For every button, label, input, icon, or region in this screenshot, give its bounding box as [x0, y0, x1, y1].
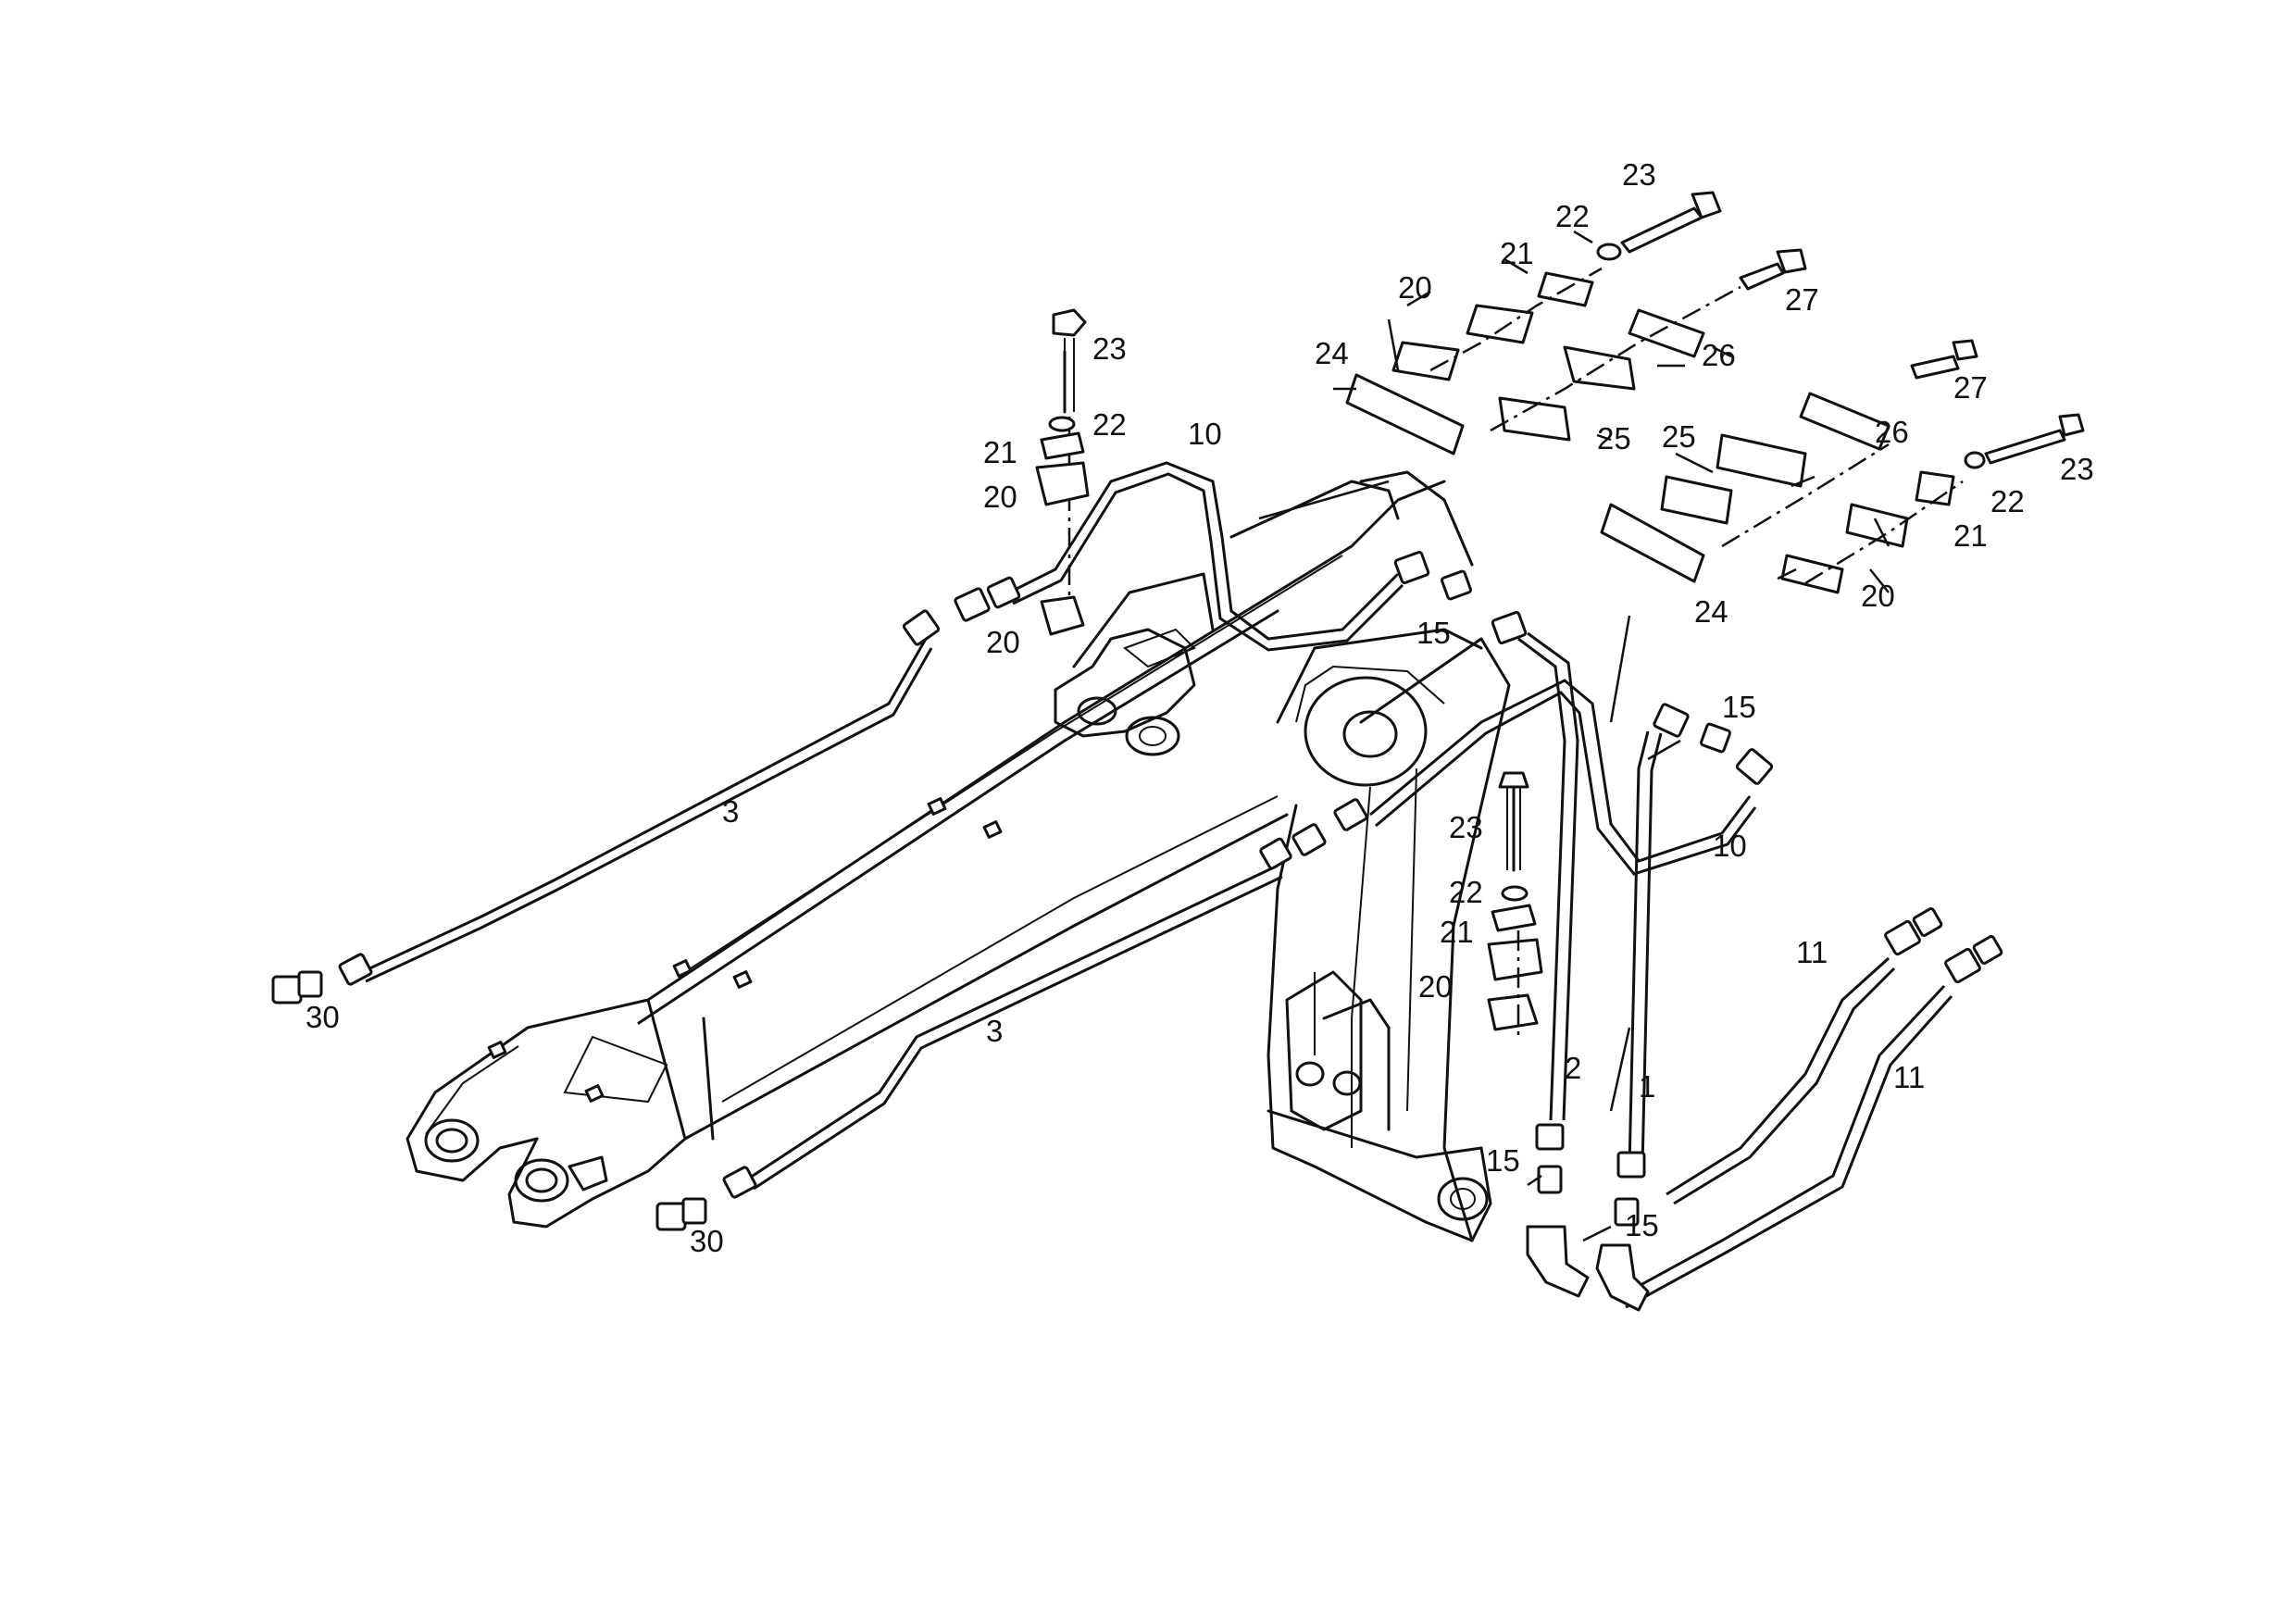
- plug-30-lower: [655, 1166, 757, 1231]
- leader-lines: [1258, 230, 1890, 1242]
- callout-labels: 1 2 3 3 10 10 11 11 15 15 15 15 20 20 20…: [306, 157, 2094, 1258]
- callout-20: 20: [1418, 969, 1453, 1004]
- callout-21: 21: [1440, 915, 1474, 949]
- callout-27: 27: [1785, 282, 1819, 317]
- callout-23: 23: [2060, 452, 2094, 486]
- callout-20: 20: [986, 625, 1020, 659]
- clamp-stack-right: [1600, 339, 2085, 594]
- callout-10: 10: [1188, 417, 1222, 451]
- callout-11: 11: [1893, 1060, 1925, 1094]
- callout-27: 27: [1953, 370, 1988, 405]
- callout-3: 3: [986, 1014, 1003, 1048]
- clamp-stack-upper: [1345, 191, 1807, 455]
- callout-22: 22: [1449, 875, 1483, 909]
- clamp-stack-left: [1035, 308, 1090, 636]
- callout-3: 3: [722, 794, 739, 829]
- callout-15: 15: [1486, 1143, 1520, 1178]
- callout-21: 21: [1953, 518, 1988, 553]
- callout-15: 15: [1722, 690, 1756, 724]
- callout-1: 1: [1639, 1069, 1655, 1104]
- callout-25: 25: [1662, 419, 1696, 454]
- callout-30: 30: [306, 1000, 340, 1034]
- callout-22: 22: [1990, 484, 2025, 518]
- callout-23: 23: [1622, 157, 1656, 192]
- callout-20: 20: [1398, 270, 1432, 305]
- callout-21: 21: [1500, 236, 1534, 270]
- callout-11: 11: [1796, 935, 1828, 969]
- callout-22: 22: [1092, 407, 1127, 442]
- callout-2: 2: [1565, 1051, 1581, 1085]
- hose-lines: [365, 461, 1953, 1309]
- callout-24: 24: [1315, 336, 1349, 370]
- callout-30: 30: [690, 1224, 724, 1258]
- callout-26: 26: [1875, 415, 1909, 449]
- fittings: [271, 550, 2003, 1312]
- callout-20: 20: [1861, 579, 1895, 613]
- callout-25: 25: [1597, 421, 1631, 455]
- callout-26: 26: [1702, 338, 1736, 372]
- callout-24: 24: [1694, 594, 1728, 629]
- boom-arm: [406, 470, 1511, 1242]
- callout-21: 21: [983, 435, 1017, 469]
- callout-23: 23: [1449, 810, 1483, 844]
- callout-10: 10: [1713, 829, 1747, 863]
- callout-15: 15: [1416, 616, 1451, 650]
- clamp-stack-lower: [1487, 771, 1543, 1037]
- callout-15: 15: [1625, 1208, 1659, 1242]
- callout-23: 23: [1092, 331, 1127, 366]
- callout-20: 20: [983, 480, 1017, 514]
- callout-22: 22: [1555, 199, 1590, 233]
- plug-30-upper: [271, 953, 373, 1004]
